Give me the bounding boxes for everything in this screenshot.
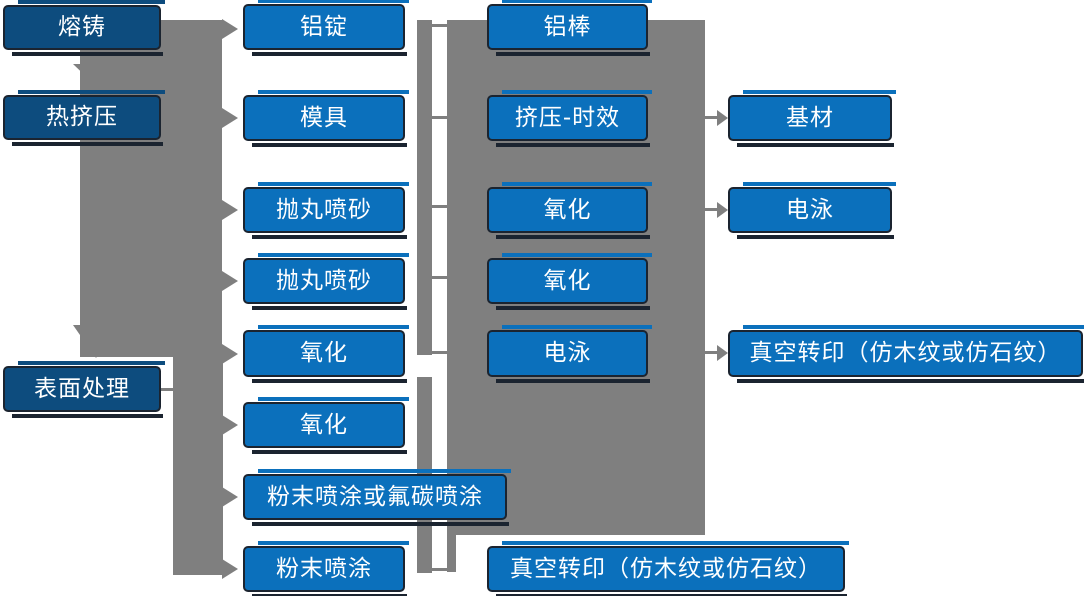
node-oxidation-4: 氧化 (487, 253, 652, 310)
arrow-head (717, 110, 728, 126)
node-base-material: 基材 (728, 90, 896, 147)
arrow-to-powder-fluorocarbon-coating (222, 487, 238, 507)
arrow-to-oxidation-2 (222, 415, 238, 435)
node-powder-coating: 粉末喷涂 (243, 541, 409, 596)
arrow-head (717, 202, 728, 218)
arrow-down-to-surface-treatment (73, 325, 119, 358)
arrow-line (705, 351, 718, 354)
arrow-to-powder-coating (222, 559, 238, 579)
node-electrophoresis-1: 电泳 (487, 325, 652, 383)
node-hot-extrusion: 热挤压 (3, 90, 165, 146)
arrow-to-mold (222, 108, 238, 128)
link-row-oxidation (432, 351, 447, 354)
arrow-line (705, 116, 718, 119)
link-row-ingot (432, 24, 447, 27)
link-row-shot-blasting-1 (432, 205, 447, 208)
link-row-mold (432, 116, 447, 119)
arrow-to-shot-blasting-2 (222, 271, 238, 291)
flow-trunk-left-lower (173, 357, 223, 575)
node-extrusion-aging: 挤压-时效 (487, 90, 652, 147)
node-mold: 模具 (243, 90, 409, 147)
arrow-down-to-hot-extrusion (73, 64, 119, 86)
node-aluminum-ingot: 铝锭 (243, 0, 409, 56)
link-row-bottom (432, 568, 447, 571)
node-powder-or-fluorocarbon-coating: 粉末喷涂或氟碳喷涂 (243, 469, 511, 526)
node-electrophoresis-2: 电泳 (728, 182, 896, 239)
node-shot-blasting-1: 抛丸喷砂 (243, 182, 409, 239)
node-shot-blasting-2: 抛丸喷砂 (243, 253, 409, 310)
node-surface-treatment: 表面处理 (3, 361, 165, 418)
stub-block-bottom (447, 535, 456, 572)
arrow-to-shot-blasting-1 (222, 200, 238, 220)
node-vacuum-transfer-print-2: 真空转印（仿木纹或仿石纹） (728, 325, 1084, 383)
arrow-to-oxidation-1 (222, 344, 238, 364)
flow-trunk-middle-upper (417, 20, 432, 355)
node-vacuum-transfer-print-1: 真空转印（仿木纹或仿石纹） (487, 541, 849, 596)
node-oxidation-3: 氧化 (487, 182, 652, 239)
link-row-shot-blasting-2 (432, 276, 447, 279)
node-melting-casting: 熔铸 (3, 0, 165, 56)
node-oxidation-2: 氧化 (243, 397, 409, 454)
node-oxidation-1: 氧化 (243, 325, 409, 383)
link-surface-treatment (161, 388, 173, 391)
node-aluminum-rod: 铝棒 (487, 0, 652, 56)
arrow-to-aluminum-ingot (222, 19, 238, 39)
arrow-line (705, 208, 718, 211)
arrow-head (717, 345, 728, 361)
